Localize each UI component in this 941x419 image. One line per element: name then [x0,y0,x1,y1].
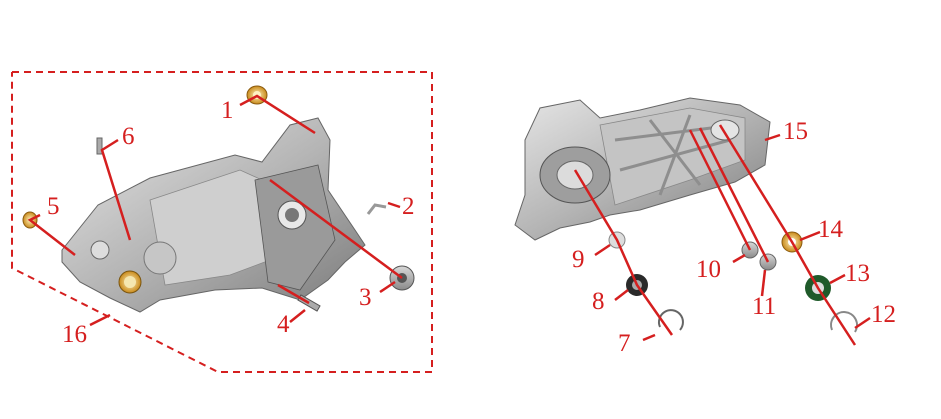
right-crankcase [514,97,771,241]
bolt-part-2 [366,203,387,215]
callout-16: 16 [62,321,87,348]
dowel-part-6 [96,137,103,155]
callout-7: 7 [618,330,631,357]
callout-3: 3 [359,284,372,311]
callout-11: 11 [752,293,776,320]
callout-10: 10 [696,256,721,283]
callout-9: 9 [572,246,585,273]
callout-14: 14 [818,216,844,243]
leader-lines [27,94,871,346]
left-crankcase [61,117,366,313]
circlip-part-7 [657,309,684,331]
callout-4: 4 [277,311,290,338]
callout-12: 12 [871,301,896,328]
callout-6: 6 [122,123,135,150]
callout-8: 8 [592,288,605,315]
callout-15: 15 [783,118,808,145]
callout-13: 13 [845,260,870,287]
assembly-group-outline [11,71,433,373]
callout-1: 1 [221,97,234,124]
callout-2: 2 [402,193,415,220]
callout-5: 5 [47,193,60,220]
